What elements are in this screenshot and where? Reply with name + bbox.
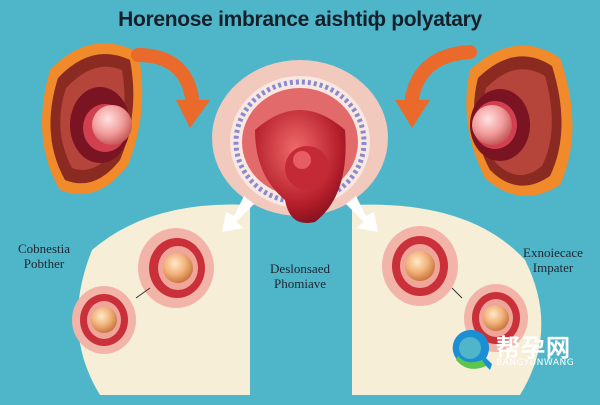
- left-orange-arrow: [131, 48, 210, 128]
- top-left-organ: [42, 43, 143, 195]
- left-organ-follicle: [92, 105, 132, 145]
- left-label-line-2: Pobther: [23, 255, 65, 271]
- white-arrow-left: [222, 196, 254, 232]
- left-pointer-line: [135, 287, 151, 299]
- center-panel-label: Deslonsaed Phomiave: [252, 261, 348, 292]
- watermark-logo: 帮孕网 BANGYUNWANG: [446, 326, 586, 376]
- center-label-line-1: Deslonsaed: [270, 261, 330, 276]
- right-panel-follicle-lower: [464, 284, 528, 352]
- left-panel-label: Cobnestia Pobther: [6, 241, 82, 272]
- white-arrow-right: [346, 196, 378, 232]
- top-right-organ: [466, 45, 573, 196]
- diagram-title: Horenose imbrance aishtiф polyatary: [118, 8, 482, 31]
- right-panel-follicle-upper: [382, 226, 458, 306]
- right-pointer-line: [451, 287, 463, 299]
- right-panel-label: Exnoiecace Impater: [512, 245, 594, 276]
- left-panel-follicle-upper: [138, 228, 214, 308]
- right-organ-follicle: [472, 105, 512, 145]
- magnifier-q-logo-icon: [452, 329, 492, 370]
- left-label-line-1: Cobnestia: [18, 241, 70, 256]
- center-label-line-2: Phomiave: [274, 275, 326, 291]
- right-label-line-2: Impater: [532, 259, 574, 275]
- watermark-text-cn: 帮孕网: [496, 334, 571, 362]
- left-panel-follicle-lower: [72, 286, 136, 354]
- right-label-line-1: Exnoiecace: [523, 245, 583, 260]
- central-structure: [212, 60, 388, 224]
- watermark-text-en: BANGYUNWANG: [496, 358, 575, 368]
- right-orange-arrow: [395, 45, 477, 128]
